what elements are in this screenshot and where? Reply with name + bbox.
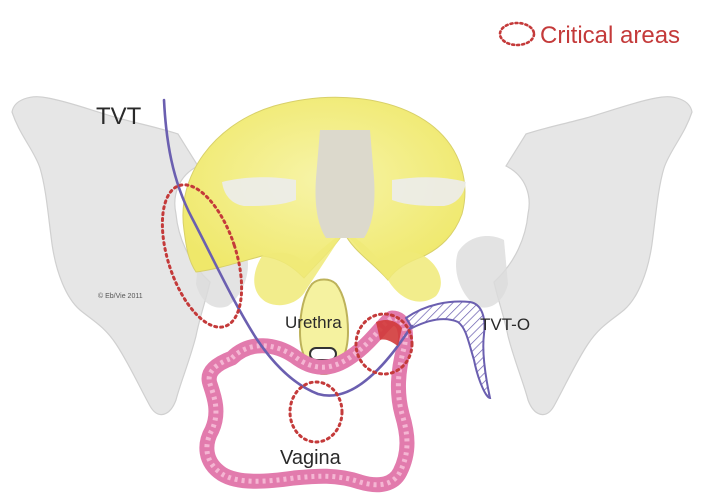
pubic-arch-right xyxy=(392,177,466,206)
legend-critical-area-icon xyxy=(500,23,534,45)
pubic-arch xyxy=(222,177,296,206)
legend: Critical areas xyxy=(500,22,680,49)
left-pelvic-bone xyxy=(12,97,210,415)
right-pelvic-bone xyxy=(494,97,692,415)
vagina-label: Vagina xyxy=(280,447,342,469)
critical-area-vaginal xyxy=(290,382,342,442)
legend-label: Critical areas xyxy=(540,22,680,49)
tvt-o-label: TVT-O xyxy=(480,315,530,334)
pubic-symphysis xyxy=(315,130,374,238)
tvt-label: TVT xyxy=(96,103,142,130)
urethra-label: Urethra xyxy=(285,313,342,332)
copyright-label: © Eb/Vie 2011 xyxy=(98,292,143,300)
right-obturator-region xyxy=(456,236,508,308)
tvt-o-tape xyxy=(406,302,490,398)
